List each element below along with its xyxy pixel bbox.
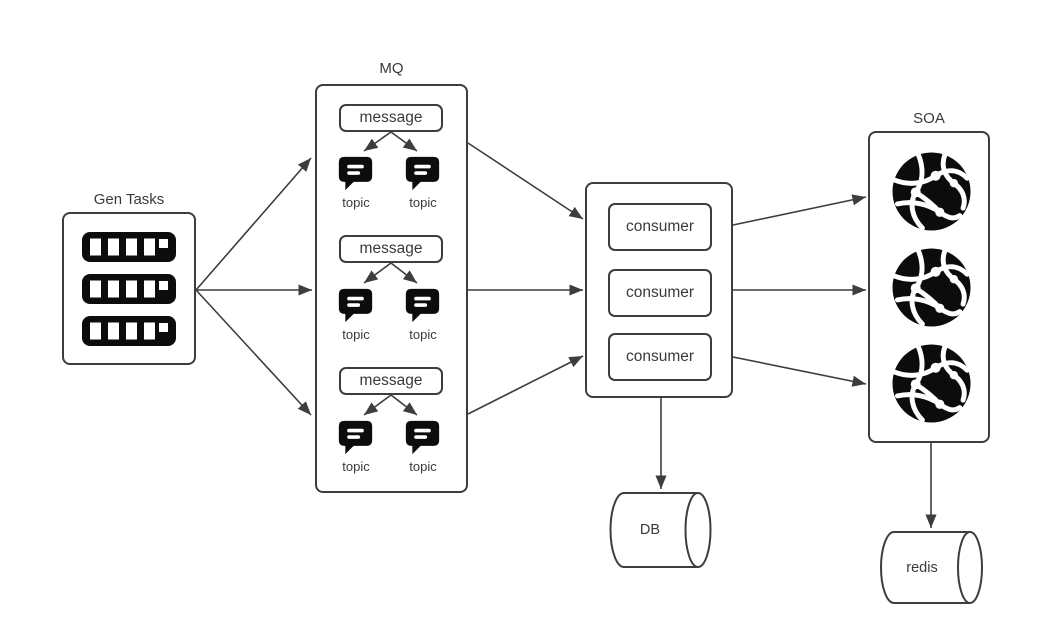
topic-label: topic [342,194,370,210]
message-node: message [339,367,443,395]
network-globe-icon [891,247,971,327]
redis-label: redis [906,559,938,576]
gen-tasks-title: Gen Tasks [93,190,165,208]
topic-label: topic [409,458,437,474]
consumer-node: consumer [608,333,712,381]
topic-chat-bubble-icon [338,288,373,323]
consumer-node: consumer [608,269,712,317]
mq-title: MQ [379,59,404,77]
topic-label: topic [409,194,437,210]
soa-title: SOA [913,109,945,127]
topic-chat-bubble-icon [405,420,440,455]
db-cylinder-icon [609,492,712,568]
db-label: DB [639,522,661,538]
topic-label: topic [342,458,370,474]
message-node: message [339,104,443,132]
topic-label: topic [342,326,370,342]
network-globe-icon [891,343,971,423]
redis-cylinder-icon [880,531,983,604]
topic-chat-bubble-icon [405,288,440,323]
topic-label: topic [409,326,437,342]
topic-chat-bubble-icon [405,156,440,191]
network-globe-icon [891,151,971,231]
topic-chat-bubble-icon [338,420,373,455]
consumer-node: consumer [608,203,712,251]
topic-chat-bubble-icon [338,156,373,191]
server-rack-icon [82,231,176,346]
message-node: message [339,235,443,263]
gen-tasks-box [62,212,196,365]
